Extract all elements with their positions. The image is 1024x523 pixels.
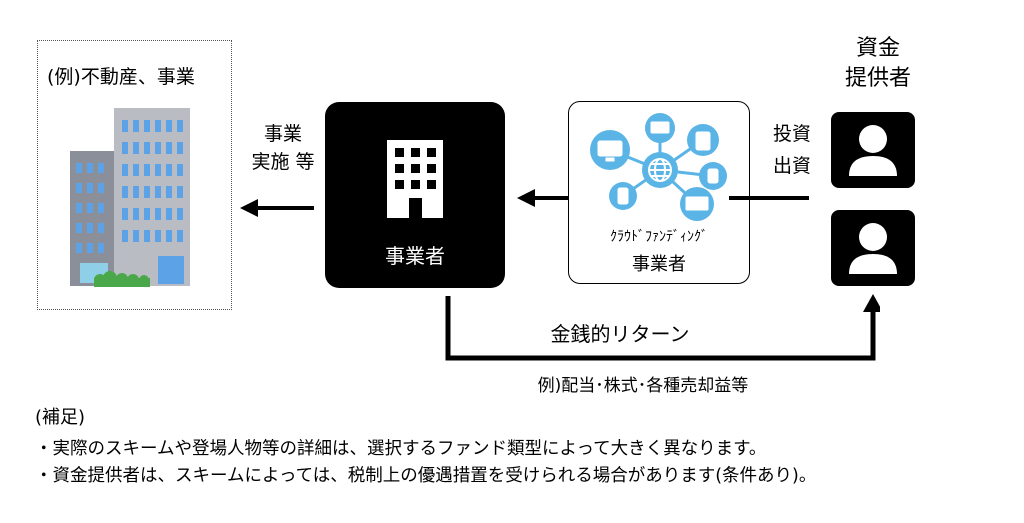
investor-title-line1: 資金 [855, 36, 900, 61]
invest-label: 投資 出資 [760, 118, 824, 182]
business-flow-label: 事業 実施 等 [250, 120, 316, 176]
note-item: ・資金提供者は、スキームによっては、税制上の優遇措置を受けられる場合があります(… [35, 466, 817, 486]
arrow-to-property [240, 199, 314, 217]
property-box [37, 40, 232, 310]
building-illustration [70, 108, 190, 287]
crowdfunding-label: ｸﾗｳﾄﾞﾌｧﾝﾃﾞｨﾝｸﾞ [610, 229, 708, 245]
person-icon [849, 223, 897, 274]
crowdfunding-operator-label: 事業者 [632, 254, 686, 275]
operator-label: 事業者 [385, 244, 445, 268]
arrow-to-operator [517, 189, 573, 207]
investor-card-1 [831, 112, 915, 188]
investment-line [729, 196, 809, 200]
return-example: 例)配当･株式･各種売却益等 [537, 376, 749, 396]
notes-heading: (補足) [35, 407, 86, 428]
invest-label-line1: 投資 [772, 123, 811, 145]
investor-card-2 [831, 210, 915, 286]
network-globe-icon [590, 113, 727, 221]
investor-title-line2: 提供者 [844, 66, 911, 91]
property-label: (例)不動産、事業 [47, 66, 195, 88]
business-flow-label-line1: 事業 [263, 123, 302, 145]
business-flow-label-line2: 実施 等 [251, 151, 315, 173]
note-item: ・実際のスキームや登場人物等の詳細は、選択するファンド類型によって大きく異なりま… [35, 439, 767, 459]
return-arrow [445, 294, 880, 361]
return-label: 金銭的リターン [550, 322, 690, 346]
investor-title: 資金 提供者 [836, 34, 920, 94]
office-building-icon [387, 140, 443, 218]
invest-label-line2: 出資 [772, 155, 811, 177]
person-icon [849, 125, 897, 176]
